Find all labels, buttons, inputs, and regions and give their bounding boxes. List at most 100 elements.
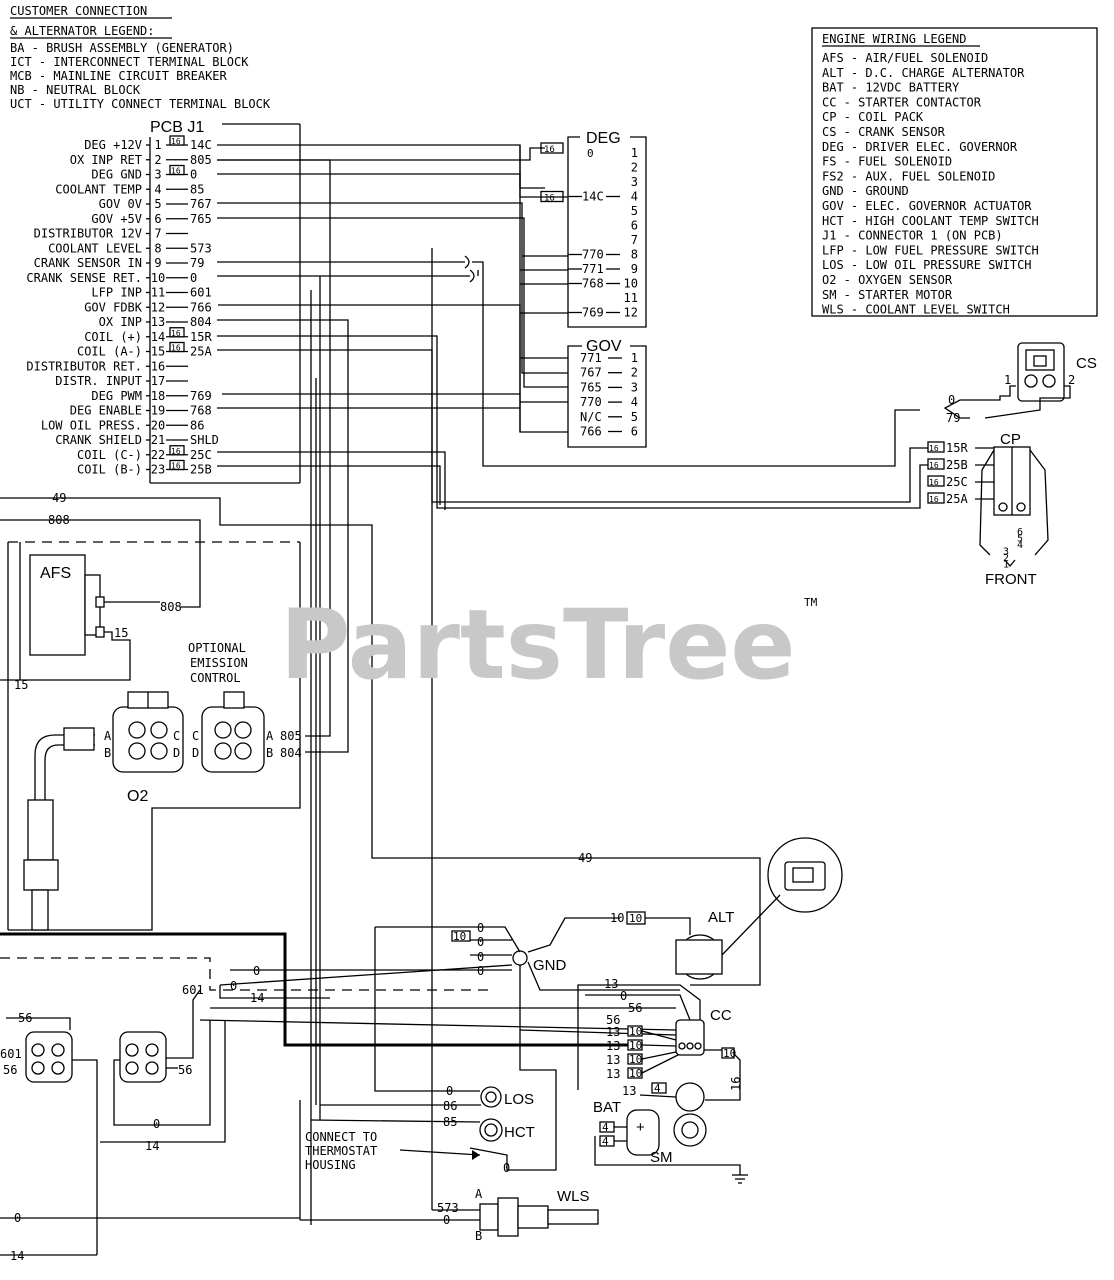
alternator-legend-title: & ALTERNATOR LEGEND:	[10, 24, 155, 38]
engine-legend-item: J1 - CONNECTOR 1 (ON PCB)	[822, 229, 1003, 243]
gov-pin-number: 4	[631, 395, 638, 409]
pcb-pin-label: DISTR. INPUT	[55, 374, 142, 388]
starter-contactor: CC 13 0 56 56 13 13 13 13 10 10 10 10 10…	[199, 977, 743, 1101]
pcb-wire-label: 15R	[190, 330, 212, 344]
pcb-pin-number: 21	[151, 433, 165, 447]
pcb-pin-label: OX INP RET	[70, 153, 142, 167]
pcb-pin-number: 16	[151, 359, 165, 373]
wls-pin-b: B	[475, 1229, 482, 1243]
pcb-gauge: 16	[171, 167, 181, 176]
pcb-pin-number: 18	[151, 389, 165, 403]
cc-gauge: 10	[629, 1039, 642, 1052]
pcb-pin-label: DEG GND	[91, 168, 142, 182]
deg-wire-label: 771	[582, 262, 604, 276]
pcb-pin-number: 1	[154, 138, 161, 152]
deg-pin-number: 4	[631, 190, 638, 204]
cc-wire: 13	[606, 1053, 620, 1067]
cc-wire: 13	[606, 1025, 620, 1039]
pcb-wire-label: 766	[190, 300, 212, 314]
deg-pin-number: 6	[631, 219, 638, 233]
pcb-pin-number: 15	[151, 345, 165, 359]
pcb-pin-label: DEG PWM	[91, 389, 142, 403]
deg-pin-number: 12	[624, 306, 638, 320]
cp-pin: 6	[1017, 527, 1023, 538]
pcb-pin-label: COIL (C-)	[77, 448, 142, 462]
gnd-wire: 0	[477, 935, 484, 949]
bat-gauge: 4	[654, 1082, 661, 1095]
bat-wire-13: 13	[622, 1084, 636, 1098]
pcb-pin-number: 10	[151, 271, 165, 285]
cp-wire-label: 25C	[946, 475, 968, 489]
hct-title: HCT	[504, 1124, 535, 1141]
wire-14-label: 14	[145, 1139, 159, 1153]
pcb-pin-label: DEG ENABLE	[70, 404, 142, 418]
bat-gauge: 4	[602, 1121, 609, 1134]
emission-title: CONTROL	[190, 671, 241, 685]
gnd-gauge: 10	[453, 930, 466, 943]
gov-wire-label: 766	[580, 425, 602, 439]
pcb-wire-label: 765	[190, 212, 212, 226]
engine-legend-item: SM - STARTER MOTOR	[822, 288, 953, 302]
watermark-tm: TM	[804, 596, 818, 609]
wire-601-label: 601	[0, 1047, 22, 1061]
o2-pin-a: A	[104, 729, 112, 743]
cc-wire: 13	[604, 977, 618, 991]
cp-pin: 5	[1017, 534, 1023, 545]
cs-wire-0: 0	[948, 393, 955, 407]
gov-pin-number: 5	[631, 410, 638, 424]
cp-front: FRONT	[985, 571, 1037, 588]
pcb-pin-label: GOV FDBK	[84, 300, 143, 314]
engine-legend-item: AFS - AIR/FUEL SOLENOID	[822, 51, 988, 65]
afs-wire-15: 15	[114, 626, 128, 640]
cp-gauge: 16	[929, 461, 939, 470]
alt-wire-49: 49	[578, 851, 592, 865]
cp-pin: 1	[1003, 560, 1009, 571]
afs-title: AFS	[40, 565, 71, 582]
pcb-pin-number: 11	[151, 286, 165, 300]
cc-wire: 0	[620, 989, 627, 1003]
cp-title: CP	[1000, 431, 1021, 448]
coolant-level-switch: WLS 573 0 A B	[432, 1187, 599, 1243]
pcb-wire-label: 25B	[190, 463, 212, 477]
wire-15-label: 15	[14, 678, 28, 692]
pcb-wire-label: 25A	[190, 345, 212, 359]
cc-gauge: 10	[629, 1053, 642, 1066]
customer-legend-title: CUSTOMER CONNECTION	[10, 4, 147, 18]
deg-wire-label: 769	[582, 306, 604, 320]
emission-pin-d: D	[192, 746, 199, 760]
engine-legend-title: ENGINE WIRING LEGEND	[822, 32, 967, 46]
deg-pin-number: 7	[631, 233, 638, 247]
o2-pin-b: B	[104, 746, 111, 760]
pcb-wire-label: 25C	[190, 448, 212, 462]
pcb-pin-label: COOLANT LEVEL	[48, 241, 142, 255]
gnd-title: GND	[533, 957, 567, 974]
legend-item: MCB - MAINLINE CIRCUIT BREAKER	[10, 69, 228, 83]
emission-title: OPTIONAL	[188, 641, 246, 655]
deg-wire-label: 14C	[582, 190, 604, 204]
bat-plus: +	[636, 1119, 645, 1136]
afs-section: 49 808 AFS 808 15 15	[0, 491, 761, 986]
pcb-pin-label: COOLANT TEMP	[55, 182, 142, 196]
wire-56-label: 56	[178, 1063, 192, 1077]
pcb-pin-label: CRANK SENSE RET.	[26, 271, 142, 285]
deg-pin-number: 2	[631, 161, 638, 175]
wls-title: WLS	[557, 1188, 590, 1205]
bat-gauge: 4	[602, 1135, 609, 1148]
deg-pin-number: 9	[631, 262, 638, 276]
pcb-pin-number: 4	[154, 182, 161, 196]
cp-gauge: 16	[929, 495, 939, 504]
emission-control: OPTIONAL EMISSION CONTROL C D A B 805 80…	[188, 159, 349, 773]
engine-legend-item: LOS - LOW OIL PRESSURE SWITCH	[822, 258, 1032, 272]
pcb-pin-label: COIL (B-)	[77, 463, 142, 477]
pcb-gauge: 16	[171, 462, 181, 471]
cp-wire-label: 25B	[946, 458, 968, 472]
alt-gauge: 10	[629, 912, 642, 925]
pcb-pin-label: DISTRIBUTOR RET.	[26, 359, 142, 373]
engine-legend-item: HCT - HIGH COOLANT TEMP SWITCH	[822, 214, 1039, 228]
lfp-connectors: 56 601 56 56 601 0 14 0 14	[0, 983, 300, 1263]
pcb-pin-number: 19	[151, 404, 165, 418]
gov-pin-number: 2	[631, 366, 638, 380]
deg-gauge: 16	[544, 145, 555, 155]
pcb-wire-label: 805	[190, 153, 212, 167]
